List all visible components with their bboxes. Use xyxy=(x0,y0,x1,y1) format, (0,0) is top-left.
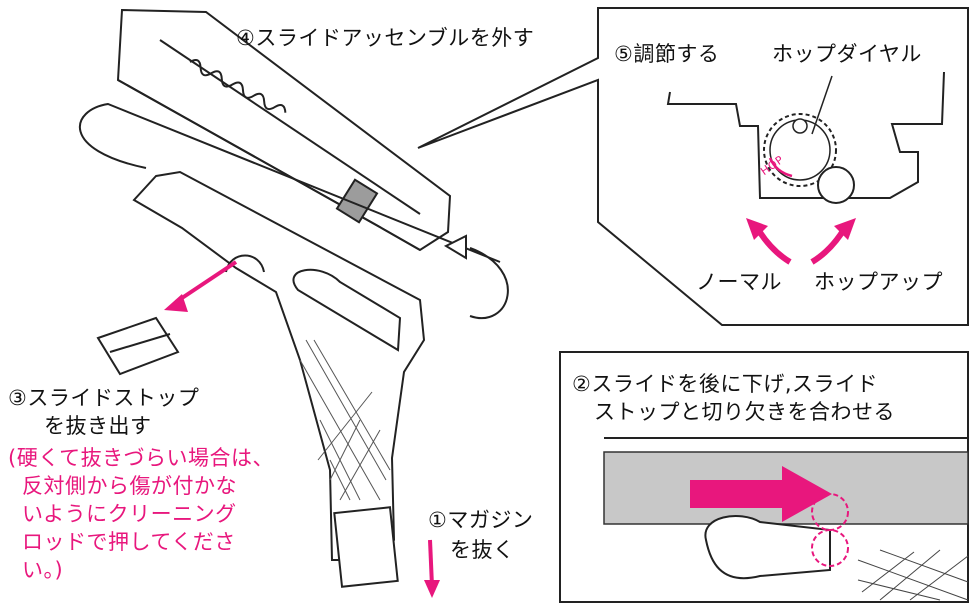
magazine xyxy=(333,506,399,588)
slide-stop-arrowhead xyxy=(164,294,188,312)
step2-label-line2: ストップと切り欠きを合わせる xyxy=(594,400,895,424)
magazine-arrow xyxy=(428,539,434,587)
slide-removal-arrow-top xyxy=(78,102,501,263)
hopup-arrowhead xyxy=(834,218,856,240)
hop-dial-gear xyxy=(763,113,855,204)
step3-label-line2: を抜き出す xyxy=(44,414,152,438)
step4-label: ④スライドアッセンブルを外す xyxy=(236,26,535,50)
step2-label-line1: ②スライドを後に下げ,スライド xyxy=(572,372,879,396)
dial-leader-line xyxy=(811,75,833,135)
step2-arrowhead xyxy=(782,466,832,522)
step2-grip-texture xyxy=(857,549,969,601)
slide-removal-arrowhead xyxy=(443,234,467,260)
step3-note-line4: ロッドで押してくださ xyxy=(22,530,236,554)
normal-label: ノーマル xyxy=(696,270,782,294)
step1-label-line1: ①マガジン xyxy=(428,508,534,532)
step2-cutout-circle-2 xyxy=(811,529,849,567)
grip-texture xyxy=(299,339,391,501)
step2-lever-outline xyxy=(704,515,831,580)
step3-note-line1: (硬くて抜きづらい場合は、 xyxy=(8,446,275,470)
step3-note-line2: 反対側から傷が付かな xyxy=(22,474,237,498)
hopup-label: ホップアップ xyxy=(814,270,943,294)
slide-removal-arrow-bottom xyxy=(469,247,509,319)
step3-note-line5: い。) xyxy=(22,558,64,582)
recoil-spring xyxy=(189,58,287,113)
hop-rotation-arrow xyxy=(768,157,793,178)
normal-arrowhead xyxy=(746,218,768,240)
step5-label: ⑤調節する xyxy=(614,42,720,66)
slide-stop-lever xyxy=(96,316,180,376)
step3-note-line3: いようにクリーニング xyxy=(22,502,237,526)
step2-arrow-shaft xyxy=(690,480,786,508)
hop-chamber-outline xyxy=(666,71,945,199)
hop-dial-label: ホップダイヤル xyxy=(772,42,922,66)
step3-label-line1: ③スライドストップ xyxy=(8,386,200,410)
slide-stop-arrow xyxy=(174,260,238,304)
magazine-arrowhead xyxy=(424,580,440,598)
step1-label-line2: を抜く xyxy=(450,538,515,562)
